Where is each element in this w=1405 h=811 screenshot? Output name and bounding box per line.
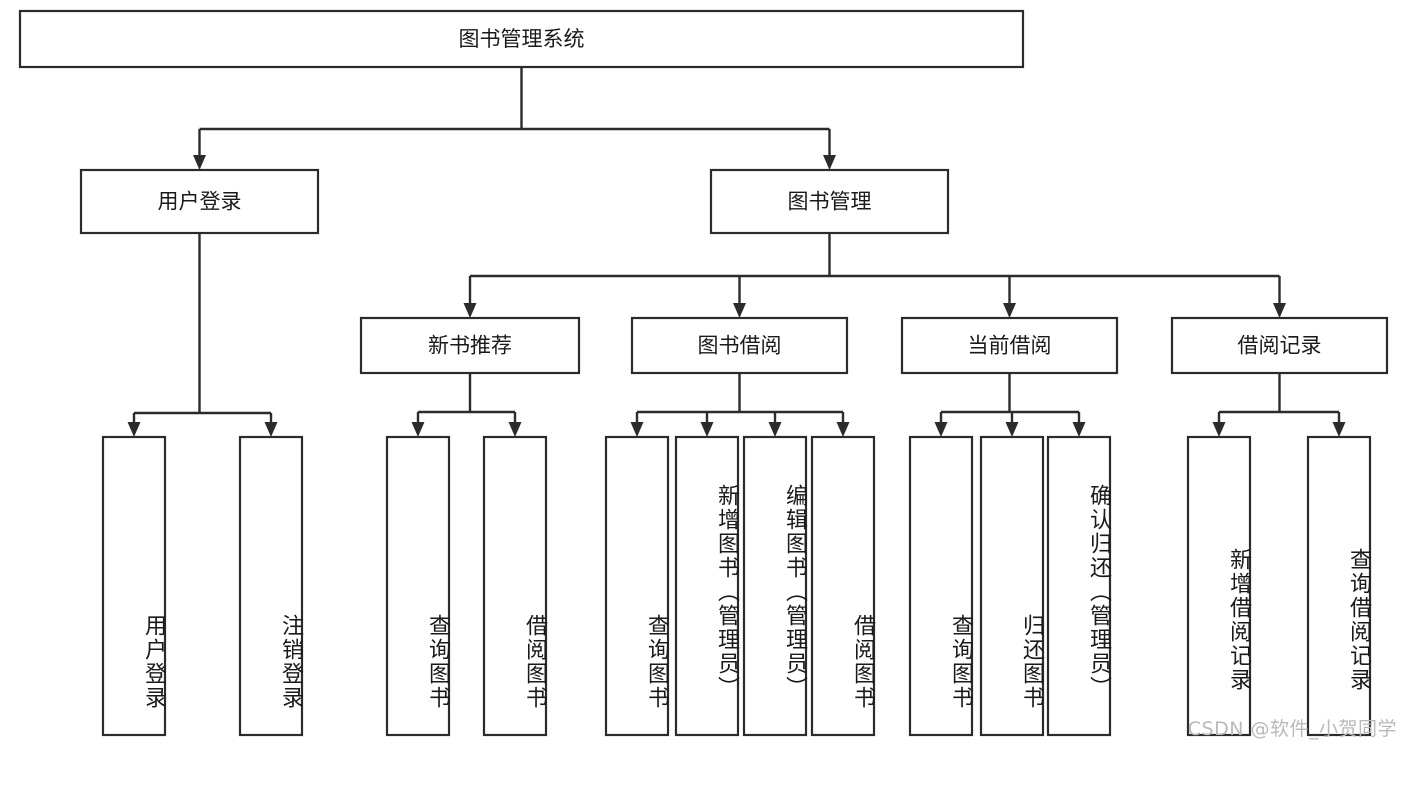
node-label-current_borrow: 当前借阅 — [968, 334, 1052, 358]
node-label-book_mgmt: 图书管理 — [788, 190, 872, 214]
node-box-leaf_user_login[interactable] — [101, 435, 167, 737]
connector-group-current_borrow — [934, 373, 1086, 437]
node-box-current_borrow[interactable] — [900, 316, 1119, 375]
connector-group-book_borrow — [630, 373, 850, 437]
node-box-leaf_borrow_book_1[interactable] — [482, 435, 548, 737]
node-box-leaf_query_record[interactable] — [1306, 435, 1372, 737]
node-box-leaf_query_book_1[interactable] — [385, 435, 451, 737]
connector-group-book_mgmt — [463, 233, 1286, 318]
node-label-new_book_rec: 新书推荐 — [428, 334, 512, 358]
node-box-leaf_add_record[interactable] — [1186, 435, 1252, 737]
node-box-leaf_query_book_2[interactable] — [604, 435, 670, 737]
watermark-text: CSDN @软件_小贺同学 — [1187, 718, 1397, 740]
node-box-book_mgmt[interactable] — [709, 168, 950, 235]
box-layer — [18, 9, 1389, 737]
connector-group-borrow_record — [1212, 373, 1346, 437]
node-box-leaf_confirm_return[interactable] — [1046, 435, 1112, 737]
node-box-book_borrow[interactable] — [630, 316, 849, 375]
node-box-leaf_edit_book[interactable] — [742, 435, 808, 737]
node-box-new_book_rec[interactable] — [359, 316, 581, 375]
node-label-borrow_record: 借阅记录 — [1238, 334, 1322, 358]
node-box-leaf_return_book[interactable] — [979, 435, 1045, 737]
node-box-leaf_logout[interactable] — [238, 435, 304, 737]
node-box-leaf_query_book_3[interactable] — [908, 435, 974, 737]
flowchart-diagram: 图书管理系统用户登录图书管理新书推荐图书借阅当前借阅借阅记录 用户登录注销登录查… — [18, 9, 1397, 740]
connector-group-new_book_rec — [411, 373, 522, 437]
node-box-borrow_record[interactable] — [1170, 316, 1389, 375]
node-label-root: 图书管理系统 — [459, 27, 585, 51]
connector-layer — [127, 67, 1346, 437]
node-box-leaf_add_book[interactable] — [674, 435, 740, 737]
connector-group-root — [193, 67, 836, 170]
node-label-book_borrow: 图书借阅 — [698, 334, 782, 358]
node-label-login: 用户登录 — [158, 190, 242, 214]
node-box-root[interactable] — [18, 9, 1025, 69]
node-box-leaf_borrow_book_2[interactable] — [810, 435, 876, 737]
node-box-login[interactable] — [79, 168, 320, 235]
connector-group-login — [127, 233, 278, 437]
